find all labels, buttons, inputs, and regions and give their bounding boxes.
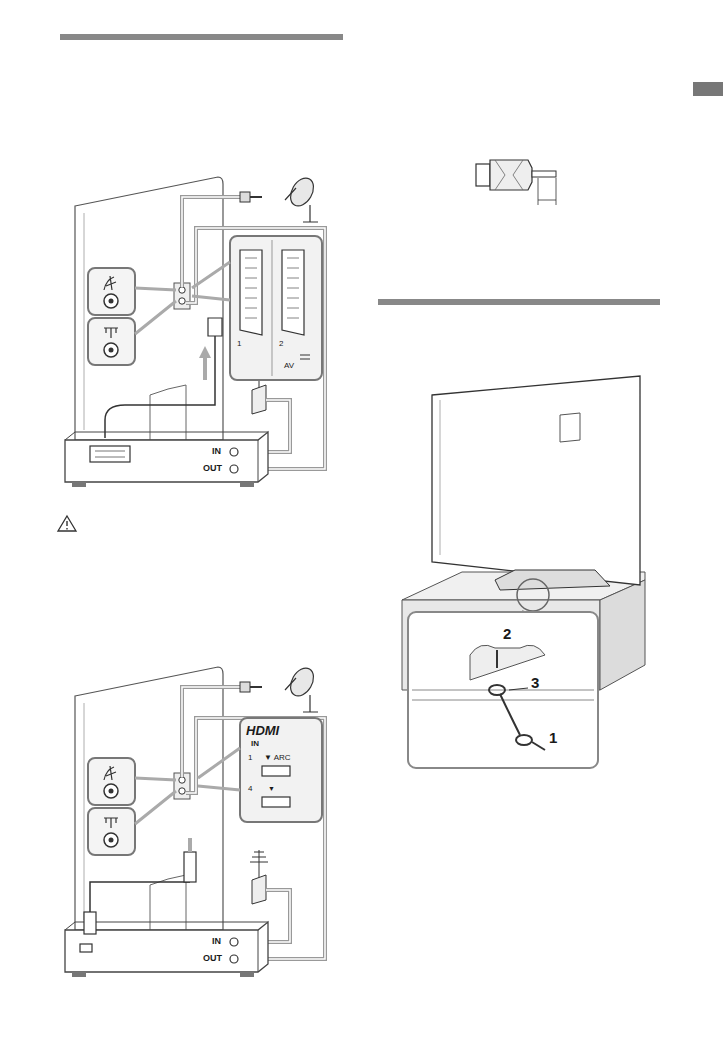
illustration-path — [58, 516, 76, 531]
illustration-path — [198, 748, 240, 790]
illustration-path — [240, 250, 262, 335]
port-label: IN — [251, 740, 259, 748]
illustration-path — [95, 451, 125, 457]
port-number: 1 — [237, 340, 241, 348]
illustration-path — [500, 694, 520, 735]
hdmi-logo: HDMI — [246, 724, 279, 737]
illustration-path — [509, 688, 528, 690]
illustration-circle — [517, 579, 549, 611]
illustration-rect — [532, 171, 556, 177]
illustration-ellipse — [489, 685, 505, 695]
port-label: ▼ ARC — [264, 754, 291, 762]
illustration-rect — [240, 718, 322, 822]
illustration-rect — [378, 299, 660, 305]
illustration-path — [66, 521, 67, 530]
illustration-path — [560, 413, 580, 442]
callout-number: 1 — [549, 730, 557, 745]
port-number: 1 — [248, 754, 252, 762]
illustration-path — [105, 335, 215, 438]
illustration-path — [203, 352, 207, 380]
illustration-path — [495, 160, 523, 190]
illustration-path — [496, 650, 498, 668]
jack-label: IN — [212, 447, 221, 456]
callout-number: 3 — [531, 675, 539, 690]
illustration-path — [245, 258, 257, 318]
illustration-rect — [693, 82, 723, 96]
illustration-rect — [60, 34, 343, 40]
illustration-path — [600, 580, 645, 690]
illustration-rect — [230, 236, 322, 380]
illustration-rect — [262, 797, 290, 807]
illustration-rect — [90, 446, 130, 462]
illustration-rect — [184, 852, 196, 882]
port-marker: ▼ — [268, 785, 275, 792]
illustration-path — [538, 178, 556, 205]
illustration-use — [65, 664, 325, 977]
jack-label: OUT — [203, 464, 222, 473]
port-label: AV — [284, 362, 294, 370]
illustration-path — [287, 258, 299, 318]
port-number: 2 — [279, 340, 283, 348]
jack-label: OUT — [203, 954, 222, 963]
illustration-path — [440, 400, 441, 555]
illustration-path — [90, 882, 190, 912]
illustration-line — [272, 240, 273, 376]
illustration-path — [495, 570, 610, 590]
illustration-use — [65, 174, 325, 487]
jack-label: IN — [212, 937, 221, 946]
illustration-path — [208, 318, 222, 336]
illustration-path — [432, 376, 640, 585]
illustration-rect — [84, 912, 96, 934]
illustration-rect — [408, 612, 598, 768]
illustration-rect — [476, 164, 490, 186]
illustration-path — [282, 250, 304, 335]
callout-number: 2 — [503, 626, 511, 641]
illustration-ellipse — [516, 735, 532, 745]
illustration-path — [188, 838, 192, 852]
port-number: 4 — [248, 785, 252, 793]
illustration-path — [532, 742, 545, 750]
illustration-rect — [262, 766, 290, 776]
illustration-path — [192, 262, 230, 300]
illustration-path — [300, 355, 310, 359]
illustration-path — [490, 160, 532, 190]
illustration-rect — [80, 944, 92, 952]
